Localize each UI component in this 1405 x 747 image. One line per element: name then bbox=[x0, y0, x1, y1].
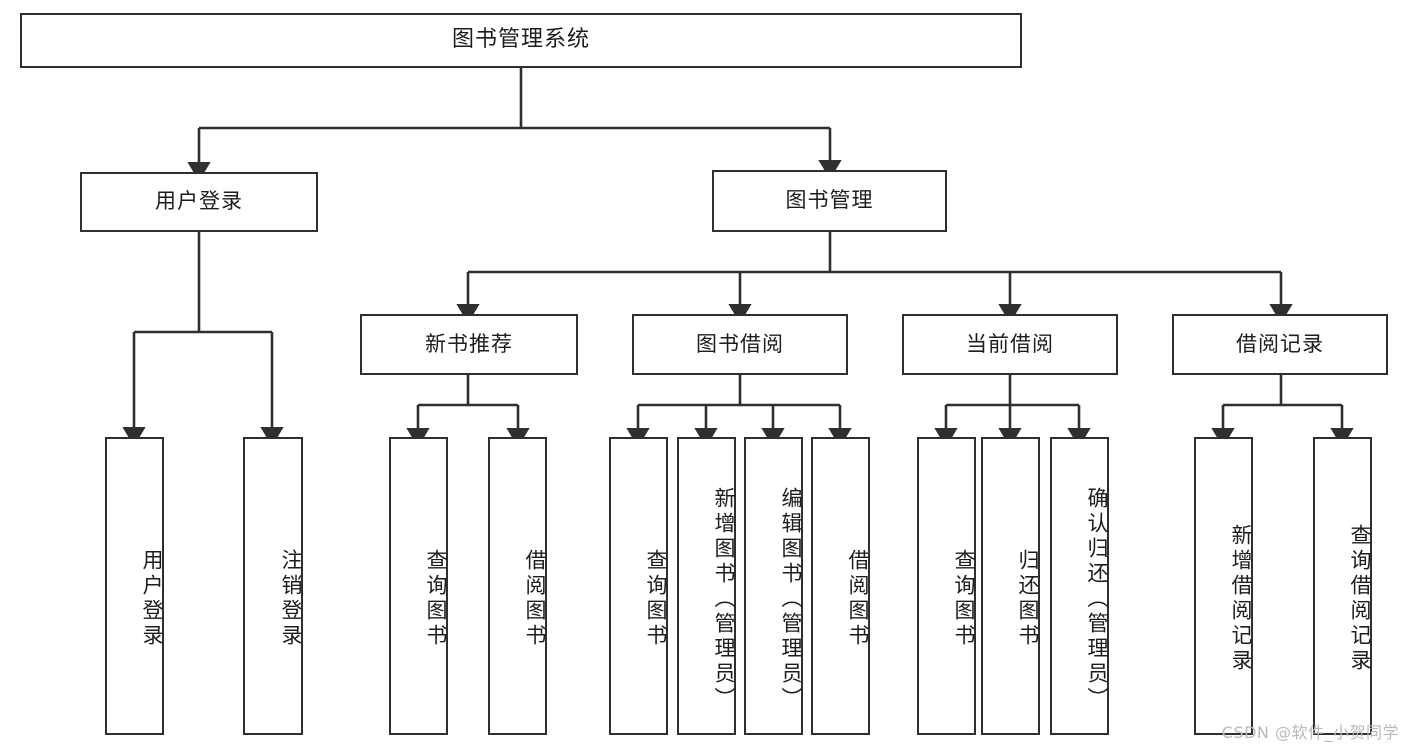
leaf-edit-book[interactable]: 编辑图书（管理员） bbox=[744, 437, 803, 735]
node-label: 注销登录 bbox=[279, 549, 303, 649]
node-label: 新增借阅记录 bbox=[1229, 524, 1253, 674]
node-label: 图书管理系统 bbox=[451, 27, 590, 53]
node-label: 图书管理 bbox=[785, 188, 874, 213]
leaf-query-book-2[interactable]: 查询图书 bbox=[609, 437, 668, 735]
node-current-borrow[interactable]: 当前借阅 bbox=[902, 314, 1118, 375]
node-label: 查询借阅记录 bbox=[1348, 524, 1372, 674]
leaf-query-book-3[interactable]: 查询图书 bbox=[917, 437, 976, 735]
node-label: 新书推荐 bbox=[425, 331, 513, 356]
node-label: 新增图书（管理员） bbox=[712, 486, 736, 712]
node-book-borrow[interactable]: 图书借阅 bbox=[632, 314, 848, 375]
leaf-confirm-return[interactable]: 确认归还（管理员） bbox=[1050, 437, 1109, 735]
leaf-add-book[interactable]: 新增图书（管理员） bbox=[677, 437, 736, 735]
leaf-borrow-book-2[interactable]: 借阅图书 bbox=[811, 437, 870, 735]
node-label: 借阅记录 bbox=[1236, 331, 1324, 356]
node-label: 确认归还（管理员） bbox=[1085, 486, 1109, 712]
leaf-query-book-1[interactable]: 查询图书 bbox=[389, 437, 448, 735]
node-user-login[interactable]: 用户登录 bbox=[80, 172, 318, 232]
leaf-logout[interactable]: 注销登录 bbox=[243, 437, 303, 735]
csdn-watermark: CSDN @软件_小贺同学 bbox=[1221, 723, 1399, 742]
node-label: 图书借阅 bbox=[696, 331, 784, 356]
leaf-query-record[interactable]: 查询借阅记录 bbox=[1313, 437, 1372, 735]
node-borrow-record[interactable]: 借阅记录 bbox=[1172, 314, 1388, 375]
node-label: 归还图书 bbox=[1016, 549, 1040, 649]
node-label: 用户登录 bbox=[155, 189, 243, 214]
leaf-user-login[interactable]: 用户登录 bbox=[105, 437, 164, 735]
leaf-borrow-book-1[interactable]: 借阅图书 bbox=[488, 437, 547, 735]
leaf-return-book[interactable]: 归还图书 bbox=[981, 437, 1040, 735]
node-label: 查询图书 bbox=[644, 549, 668, 649]
node-book-management[interactable]: 图书管理 bbox=[712, 170, 947, 232]
node-label: 查询图书 bbox=[952, 549, 976, 649]
node-root-system[interactable]: 图书管理系统 bbox=[20, 13, 1022, 68]
node-label: 当前借阅 bbox=[966, 331, 1054, 356]
node-new-book-recommend[interactable]: 新书推荐 bbox=[360, 314, 578, 375]
leaf-add-record[interactable]: 新增借阅记录 bbox=[1194, 437, 1253, 735]
node-label: 借阅图书 bbox=[523, 549, 547, 649]
node-label: 查询图书 bbox=[424, 549, 448, 649]
node-label: 编辑图书（管理员） bbox=[779, 486, 803, 712]
node-label: 用户登录 bbox=[140, 549, 164, 649]
node-label: 借阅图书 bbox=[846, 549, 870, 649]
